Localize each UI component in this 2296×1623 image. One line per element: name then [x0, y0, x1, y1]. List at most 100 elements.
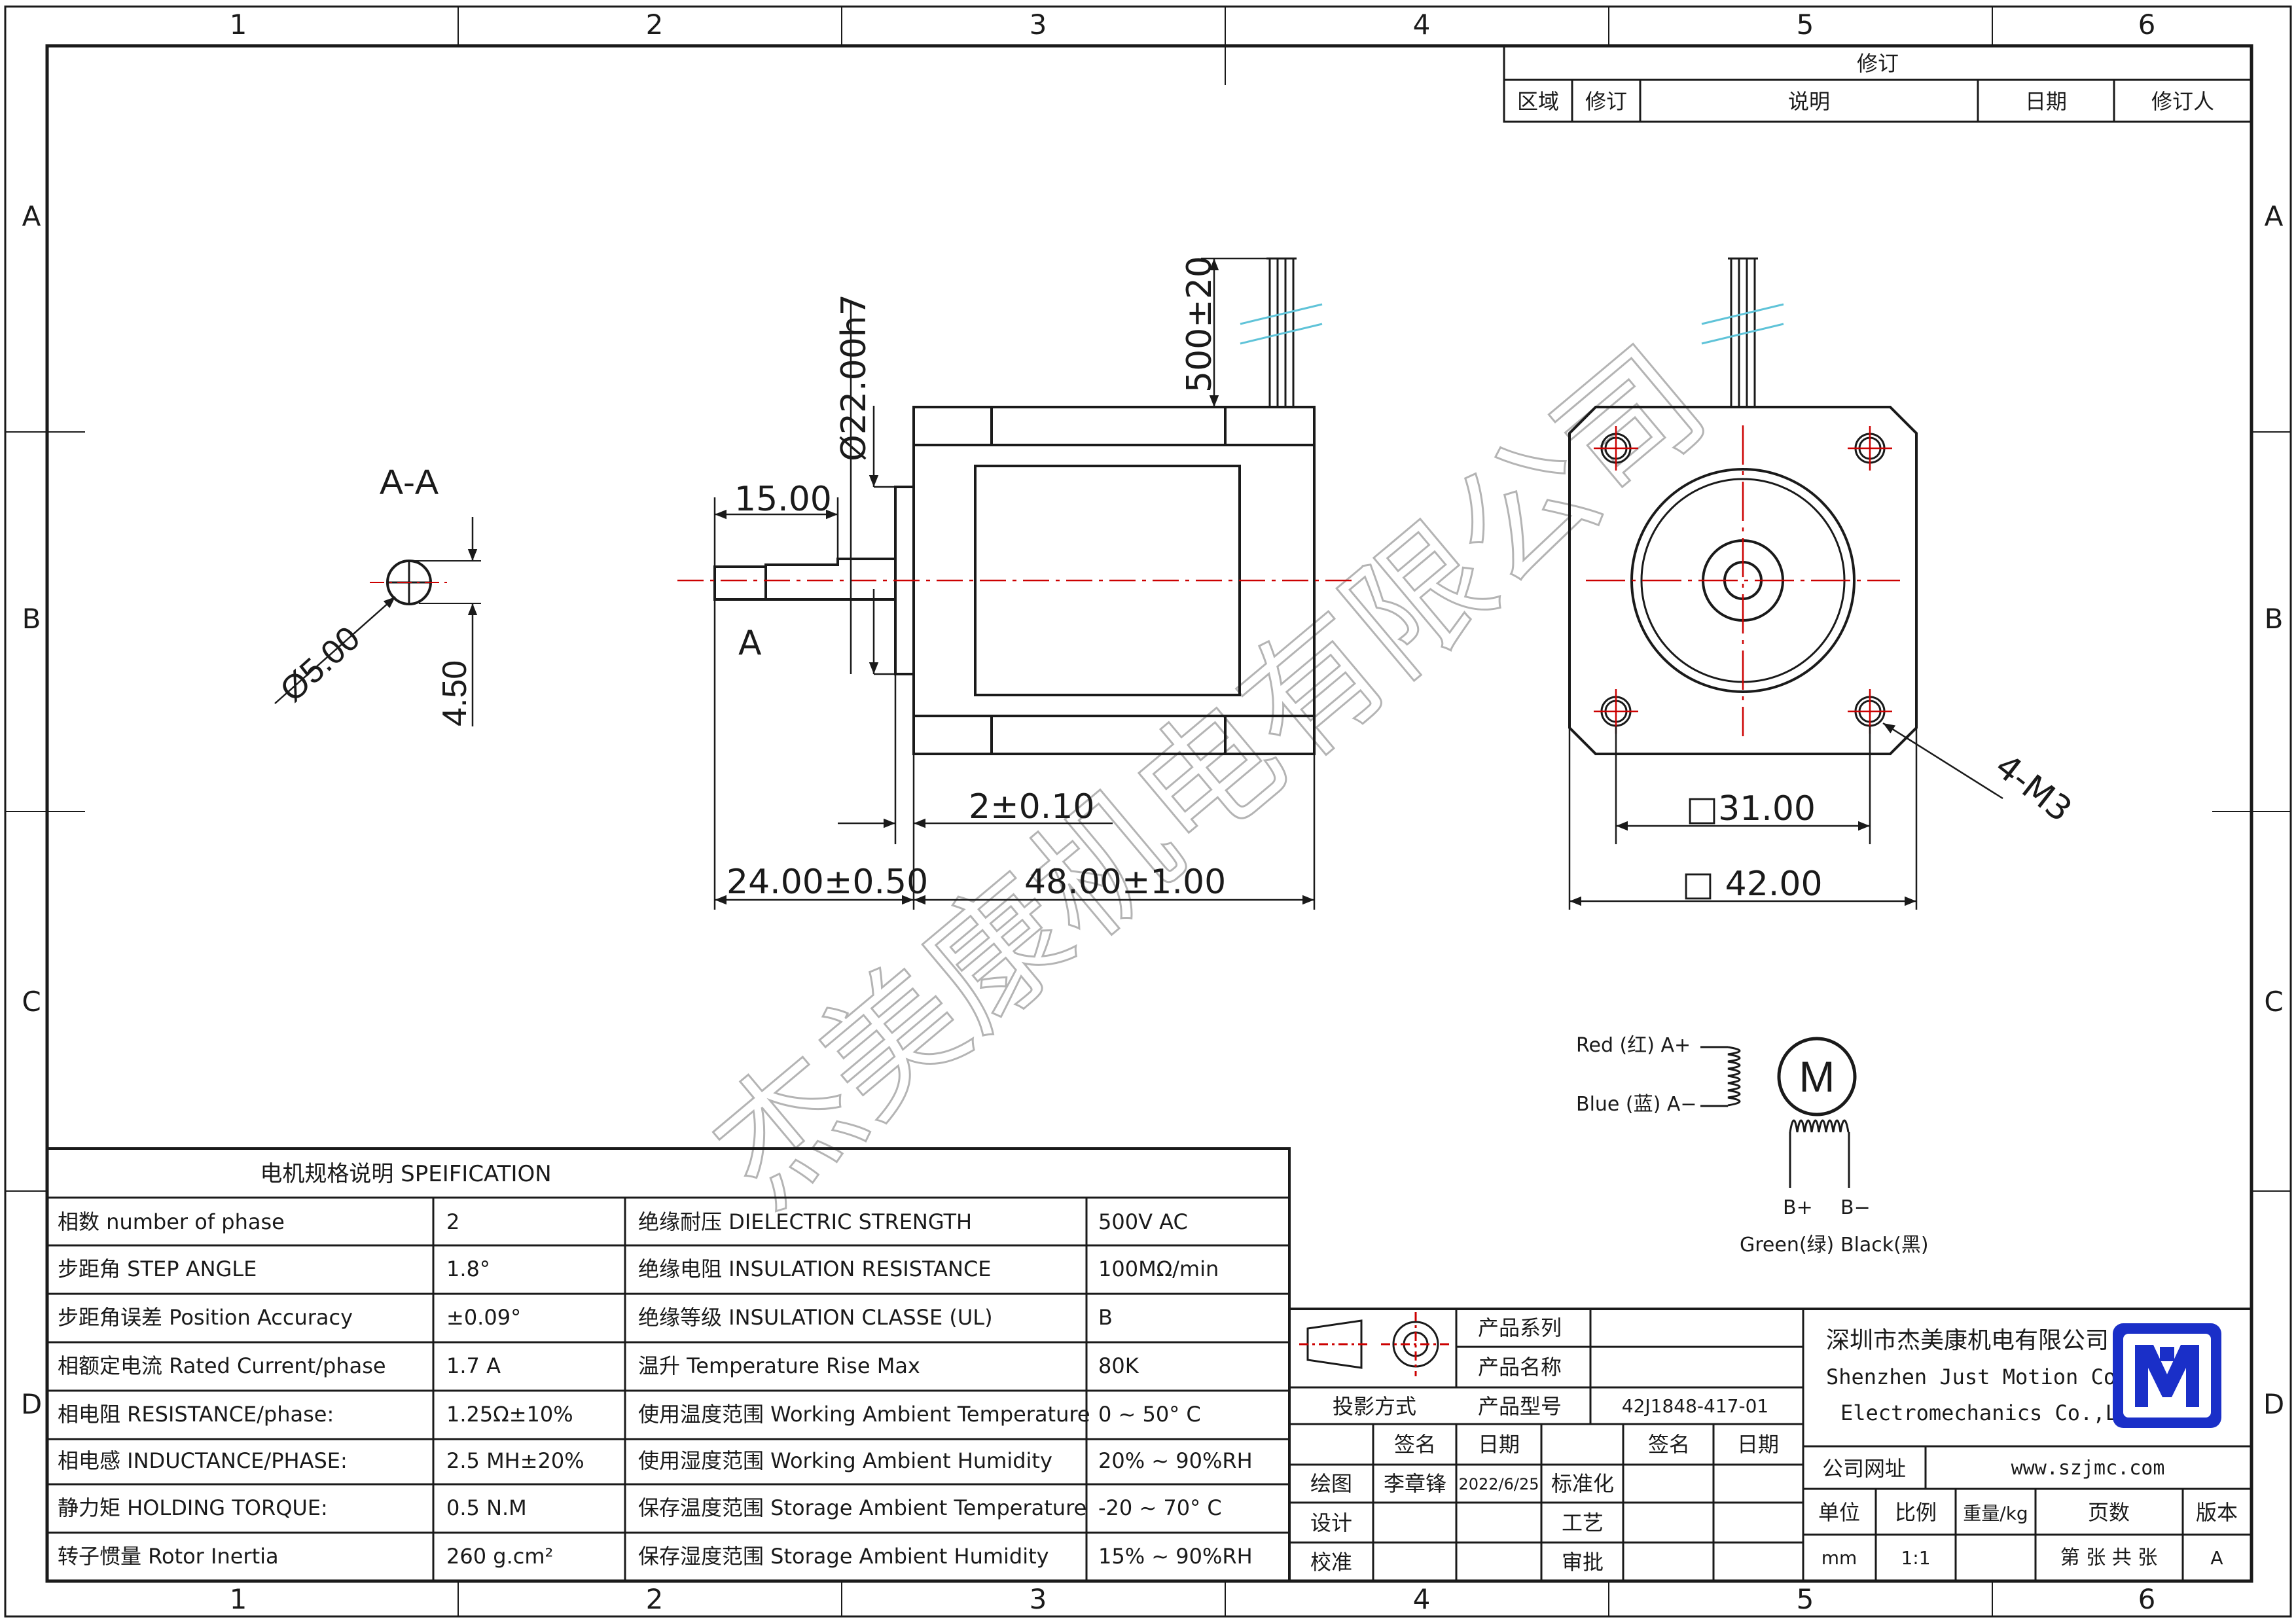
spec-title: 电机规格说明 SPEIFICATION	[260, 1161, 551, 1187]
boss-diameter-dimension: Ø22.00h7	[834, 294, 874, 461]
date-header-2: 日期	[1737, 1432, 1779, 1457]
approve-label: 审批	[1562, 1550, 1604, 1575]
revision-col-area: 区域	[1517, 89, 1559, 114]
hole-callout: 4-M3	[1988, 747, 2079, 830]
row-label-a-right: A	[2265, 200, 2284, 232]
coil-a-icon	[1700, 1046, 1741, 1107]
sign-header-1: 签名	[1394, 1432, 1436, 1457]
row-label-c: C	[22, 986, 41, 1018]
revision-col-date: 日期	[2025, 89, 2067, 114]
drawn-label: 绘图	[1310, 1471, 1352, 1496]
spec-param-name-2-6: 使用湿度范围 Working Ambient Humidity	[638, 1448, 1052, 1473]
wire-blue-label: Blue (蓝) A−	[1576, 1093, 1697, 1116]
unit-value: mm	[1821, 1547, 1857, 1569]
date-header-1: 日期	[1478, 1432, 1520, 1457]
row-label-b-right: B	[2265, 603, 2284, 635]
spec-param-name-2-4: 温升 Temperature Rise Max	[638, 1353, 920, 1378]
shaft-diameter-dimension: Ø5.00	[273, 619, 367, 709]
title-block: 产品系列 产品名称 投影方式 产品型号 42J1848-417-01 签名 日期…	[1288, 1308, 2253, 1582]
product-name-label: 产品名称	[1478, 1355, 1562, 1380]
spec-param-value-1: 2	[446, 1209, 459, 1234]
body-length-dimension: 48.00±1.00	[1024, 863, 1226, 902]
spec-param-value-7: 0.5 N.M	[446, 1495, 527, 1520]
flange-size-dimension: □ 42.00	[1682, 865, 1823, 904]
spec-param-name-2-7: 保存温度范围 Storage Ambient Temperature	[638, 1495, 1086, 1520]
col-label-6: 6	[2138, 9, 2156, 41]
spec-param-value-2-3: B	[1098, 1305, 1113, 1330]
product-series-label: 产品系列	[1478, 1315, 1562, 1340]
spec-param-value-2-2: 100MΩ/min	[1098, 1257, 1219, 1281]
spec-param-name-4: 相额定电流 Rated Current/phase	[58, 1353, 386, 1378]
shaft-total-dimension: 24.00±0.50	[726, 863, 928, 902]
company-name-en-2: Electromechanics Co.,LTD	[1840, 1400, 2143, 1425]
website-value: www.szjmc.com	[2011, 1457, 2165, 1480]
product-model-value: 42J1848-417-01	[1622, 1395, 1768, 1417]
spec-param-name-2-3: 绝缘等级 INSULATION CLASSE (UL)	[638, 1305, 993, 1330]
pages-value: 第 张 共 张	[2060, 1546, 2158, 1569]
wire-green-label: Green(绿)	[1740, 1234, 1834, 1257]
spec-param-value-2-1: 500V AC	[1098, 1209, 1188, 1234]
flat-dimension: 4.50	[436, 660, 474, 726]
sign-header-2: 签名	[1648, 1432, 1690, 1457]
spec-param-value-2: 1.8°	[446, 1257, 490, 1281]
col-label-4-bottom: 4	[1413, 1583, 1431, 1615]
wire-bminus-label: B−	[1840, 1196, 1871, 1219]
col-label-2: 2	[646, 9, 664, 41]
projection-symbol-icon	[1299, 1312, 1450, 1376]
spec-param-name-2-5: 使用温度范围 Working Ambient Temperature	[638, 1402, 1090, 1427]
row-label-b: B	[22, 603, 41, 635]
pages-label: 页数	[2088, 1500, 2130, 1525]
standard-label: 标准化	[1551, 1471, 1614, 1496]
spec-param-value-2-4: 80K	[1098, 1353, 1139, 1378]
spec-param-name-2-1: 绝缘耐压 DIELECTRIC STRENGTH	[638, 1209, 972, 1234]
design-label: 设计	[1310, 1510, 1352, 1535]
shaft-length-dimension: 15.00	[734, 480, 832, 519]
col-label-1-bottom: 1	[230, 1583, 247, 1615]
front-view: □31.00 □ 42.00 4-M3	[1568, 257, 2079, 910]
section-view-a-a: A-A 4.50 Ø5.00	[273, 463, 481, 726]
wire-bplus-label: B+	[1783, 1196, 1813, 1219]
revision-title: 修订	[1857, 51, 1899, 76]
version-label: 版本	[2196, 1500, 2238, 1525]
spec-param-value-3: ±0.09°	[446, 1305, 521, 1330]
spec-param-name-2-2: 绝缘电阻 INSULATION RESISTANCE	[638, 1257, 992, 1281]
row-label-d-right: D	[2263, 1388, 2284, 1420]
website-label: 公司网址	[1822, 1456, 1906, 1481]
company-name-cn: 深圳市杰美康机电有限公司	[1826, 1327, 2109, 1354]
spec-param-name-2: 步距角 STEP ANGLE	[58, 1257, 257, 1281]
boss-height-dimension: 2±0.10	[969, 787, 1094, 827]
spec-param-value-2-5: 0 ~ 50° C	[1098, 1402, 1201, 1427]
spec-param-value-2-7: -20 ~ 70° C	[1098, 1495, 1222, 1520]
drawer-name: 李章锋	[1384, 1471, 1446, 1496]
col-label-6-bottom: 6	[2138, 1583, 2156, 1615]
spec-param-name-6: 相电感 INDUCTANCE/PHASE:	[58, 1448, 348, 1473]
front-centerlines	[1586, 425, 1900, 736]
flange-outline	[1568, 406, 1918, 755]
product-model-label: 产品型号	[1478, 1394, 1562, 1419]
wire-black-label: Black(黑)	[1840, 1234, 1929, 1257]
revision-col-desc: 说明	[1788, 89, 1830, 114]
revision-col-person: 修订人	[2151, 89, 2214, 114]
col-label-5: 5	[1797, 9, 1814, 41]
spec-param-value-5: 1.25Ω±10%	[446, 1402, 573, 1427]
company-logo-icon	[2113, 1323, 2221, 1428]
spec-param-name-5: 相电阻 RESISTANCE/phase:	[58, 1402, 334, 1427]
version-value: A	[2210, 1547, 2223, 1569]
side-view: 500±20 Ø22.00h7 15.00 A 2±0.10 24.00±0.5…	[677, 256, 1355, 910]
motor-symbol-icon	[1777, 1037, 1857, 1116]
process-label: 工艺	[1562, 1510, 1604, 1535]
spec-param-name-2-8: 保存湿度范围 Storage Ambient Humidity	[638, 1544, 1049, 1569]
motor-symbol-label: M	[1799, 1052, 1835, 1101]
spec-param-value-2-8: 15% ~ 90%RH	[1098, 1544, 1253, 1569]
col-label-3: 3	[1030, 9, 1047, 41]
section-cut-label: A	[738, 624, 762, 663]
row-label-a: A	[22, 200, 41, 232]
unit-label: 单位	[1818, 1500, 1860, 1525]
row-label-d: D	[21, 1388, 42, 1420]
coil-b-icon	[1789, 1119, 1850, 1188]
spec-param-value-6: 2.5 MH±20%	[446, 1448, 584, 1473]
weight-label: 重量/kg	[1963, 1503, 2028, 1524]
frame-labels: 1 2 3 4 5 6 1 2 3 4 5 6 A B C D A B C D	[21, 9, 2284, 1615]
